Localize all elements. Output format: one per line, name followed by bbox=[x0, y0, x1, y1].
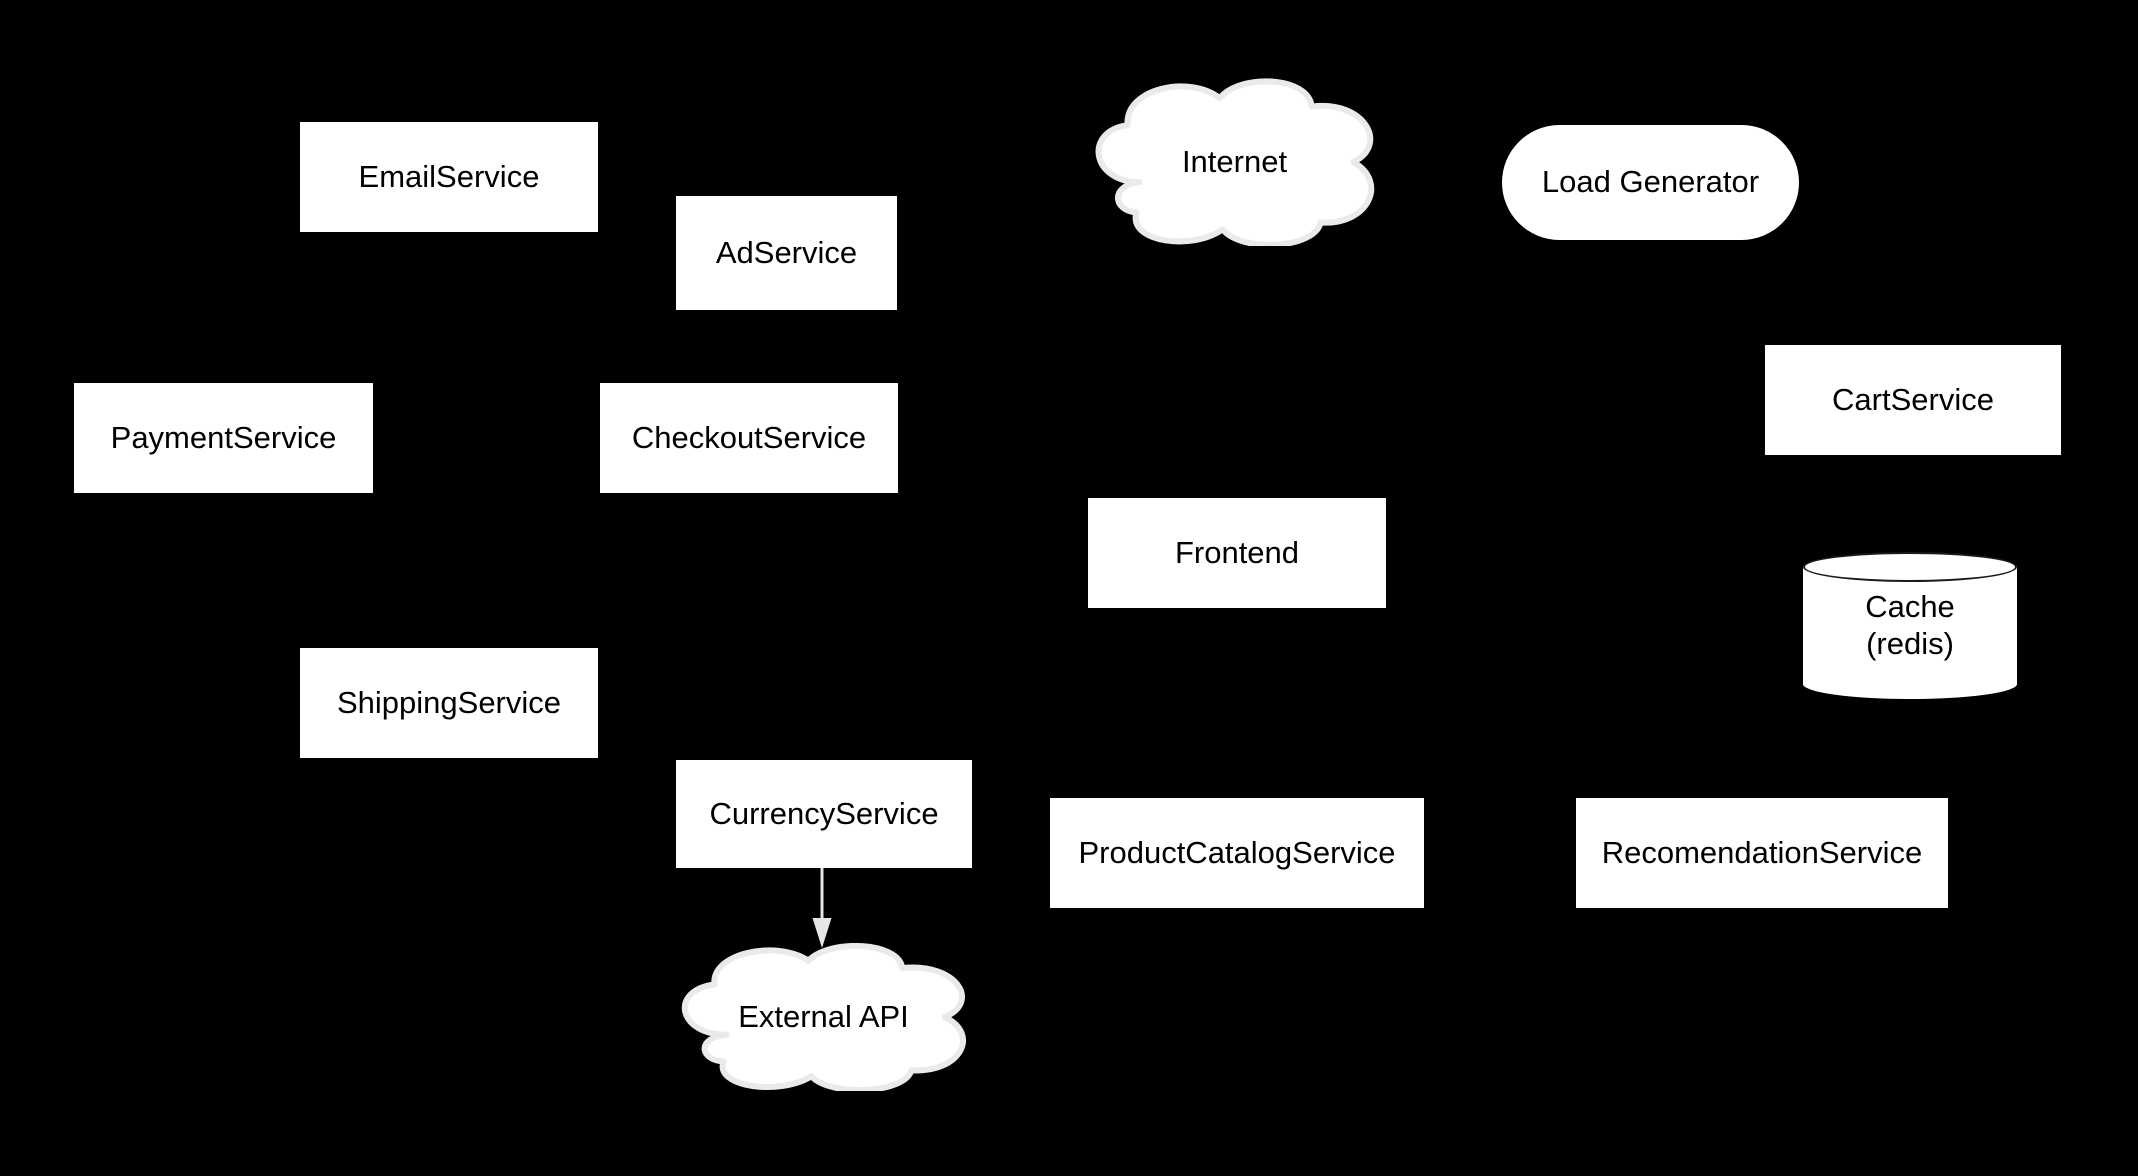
node-label-recomendationservice: RecomendationService bbox=[1601, 834, 1923, 870]
cylinder-top-ellipse bbox=[1803, 552, 2017, 582]
connector-arrow bbox=[802, 848, 842, 968]
node-cartservice[interactable]: CartService bbox=[1765, 345, 2061, 455]
node-label-emailservice: EmailService bbox=[358, 158, 540, 194]
node-loadgenerator[interactable]: Load Generator bbox=[1502, 125, 1799, 240]
node-label-paymentservice: PaymentService bbox=[110, 419, 337, 455]
node-label-cache: Cache (redis) bbox=[1865, 588, 1955, 661]
node-label-adservice: AdService bbox=[715, 234, 858, 270]
node-label-loadgenerator: Load Generator bbox=[1541, 164, 1760, 200]
node-label-shippingservice: ShippingService bbox=[336, 684, 562, 720]
node-paymentservice[interactable]: PaymentService bbox=[74, 383, 373, 493]
node-label-currencyservice: CurrencyService bbox=[709, 795, 939, 831]
node-productcatalogservice[interactable]: ProductCatalogService bbox=[1050, 798, 1424, 908]
node-externalapi[interactable]: External API bbox=[672, 943, 975, 1091]
node-label-productcatalogservice: ProductCatalogService bbox=[1078, 834, 1396, 870]
node-label-externalapi: External API bbox=[738, 998, 909, 1034]
node-recomendationservice[interactable]: RecomendationService bbox=[1576, 798, 1948, 908]
node-checkoutservice[interactable]: CheckoutService bbox=[600, 383, 898, 493]
node-internet[interactable]: Internet bbox=[1086, 78, 1383, 246]
node-label-frontend: Frontend bbox=[1174, 534, 1300, 570]
node-label-internet: Internet bbox=[1181, 143, 1288, 179]
node-emailservice[interactable]: EmailService bbox=[300, 122, 598, 232]
node-currencyservice[interactable]: CurrencyService bbox=[676, 760, 972, 868]
node-label-checkoutservice: CheckoutService bbox=[631, 419, 867, 455]
node-cache[interactable]: Cache (redis) bbox=[1803, 552, 2017, 699]
node-frontend[interactable]: Frontend bbox=[1088, 498, 1386, 608]
node-label-cartservice: CartService bbox=[1832, 381, 1994, 417]
node-shippingservice[interactable]: ShippingService bbox=[300, 648, 598, 758]
node-adservice[interactable]: AdService bbox=[676, 196, 897, 310]
cylinder-body bbox=[1803, 566, 2017, 685]
